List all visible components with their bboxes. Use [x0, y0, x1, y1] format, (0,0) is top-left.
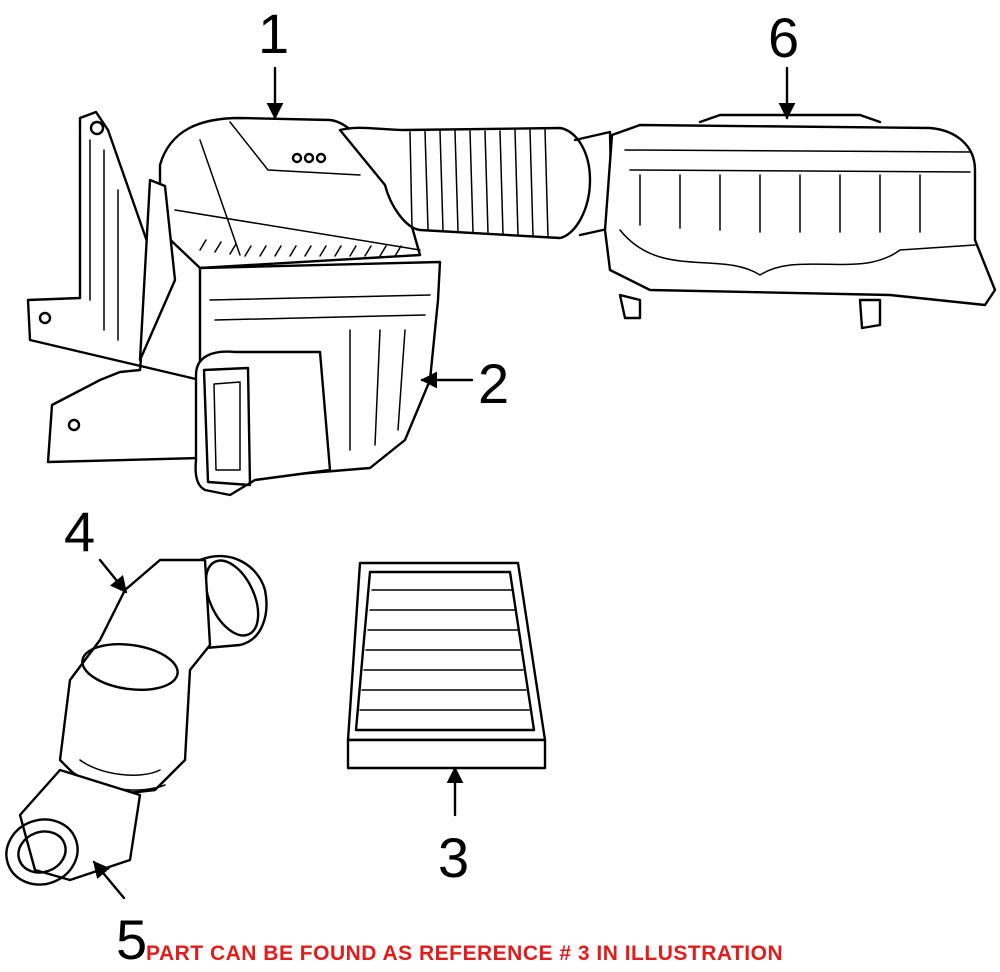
- air-filter-element: [346, 561, 547, 770]
- callout-1: 1: [258, 2, 290, 65]
- intake-elbow-hose: [5, 554, 268, 886]
- callout-5: 5: [116, 908, 148, 971]
- callout-arrow-5: [92, 860, 126, 900]
- callout-4: 4: [64, 500, 96, 563]
- callout-2: 2: [478, 352, 510, 415]
- callout-3: 3: [438, 826, 470, 889]
- callout-arrow-4: [98, 558, 128, 594]
- callout-6: 6: [768, 6, 800, 69]
- reference-notice: PART CAN BE FOUND AS REFERENCE # 3 IN IL…: [146, 942, 784, 965]
- resonator-duct: [603, 113, 997, 330]
